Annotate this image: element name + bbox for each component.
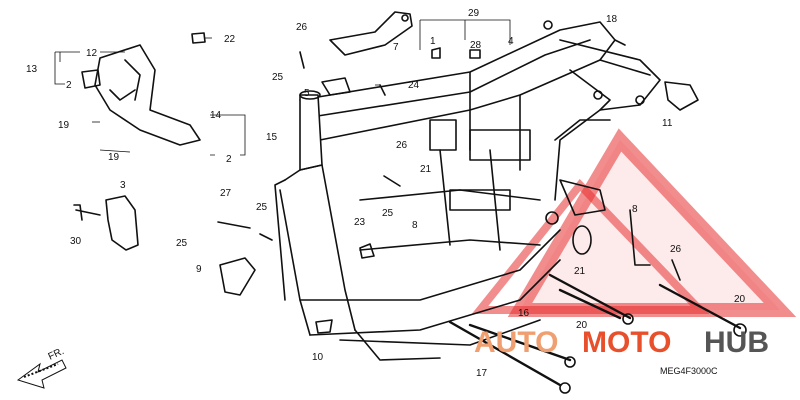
- callout-label: 9: [196, 264, 202, 275]
- watermark-word-auto: AUTO: [474, 326, 558, 359]
- callout-label: 28: [470, 40, 482, 51]
- front-direction-arrow: FR.: [16, 346, 67, 389]
- callout-label: 18: [606, 14, 618, 25]
- watermark-logo: AUTO MOTO HUB: [474, 326, 769, 359]
- callout-label: 25: [176, 238, 188, 249]
- callout-label: 12: [86, 48, 98, 59]
- callout-label: 19: [108, 152, 120, 163]
- callout-label: 14: [210, 110, 222, 121]
- callout-label: 23: [354, 217, 366, 228]
- callout-label: 25: [256, 202, 268, 213]
- callout-label: 2: [226, 154, 232, 165]
- callout-labels: 13 12 2 22 26 7 29 1 28 4 18 25 5 24 19 …: [26, 8, 746, 379]
- callout-label: 26: [396, 140, 408, 151]
- callout-label: 3: [120, 180, 126, 191]
- callout-label: 11: [662, 118, 673, 129]
- callout-label: 22: [224, 34, 236, 45]
- watermark-word-moto: MOTO: [582, 326, 671, 359]
- callout-label: 1: [430, 36, 436, 47]
- callout-label: 24: [408, 80, 420, 91]
- callout-label: 30: [70, 236, 82, 247]
- callout-label: 29: [468, 8, 480, 19]
- callout-label: 26: [296, 22, 308, 33]
- callout-label: 20: [576, 320, 588, 331]
- callout-label: 17: [476, 368, 488, 379]
- callout-label: 5: [304, 88, 310, 99]
- leader-lines: [54, 19, 511, 156]
- callout-label: 7: [393, 42, 399, 53]
- callout-label: 13: [26, 64, 38, 75]
- callout-label: 15: [266, 132, 278, 143]
- callout-label: 21: [574, 266, 586, 277]
- callout-label: 10: [312, 352, 324, 363]
- watermark-triangles: [471, 128, 797, 317]
- callout-label: 20: [734, 294, 746, 305]
- callout-label: 16: [518, 308, 530, 319]
- callout-label: 25: [382, 208, 394, 219]
- callout-label: 4: [508, 36, 514, 47]
- frame-drawing: [73, 11, 747, 394]
- callout-label: 21: [420, 164, 432, 175]
- callout-label: 25: [272, 72, 284, 83]
- diagram-code: MEG4F3000C: [660, 366, 718, 376]
- callout-label: 8: [632, 204, 638, 215]
- callout-label: 8: [412, 220, 418, 231]
- direction-label: FR.: [47, 346, 66, 363]
- callout-label: 27: [220, 188, 232, 199]
- watermark-word-hub: HUB: [704, 326, 769, 359]
- callout-label: 19: [58, 120, 70, 131]
- callout-label: 2: [66, 80, 72, 91]
- callout-label: 26: [670, 244, 682, 255]
